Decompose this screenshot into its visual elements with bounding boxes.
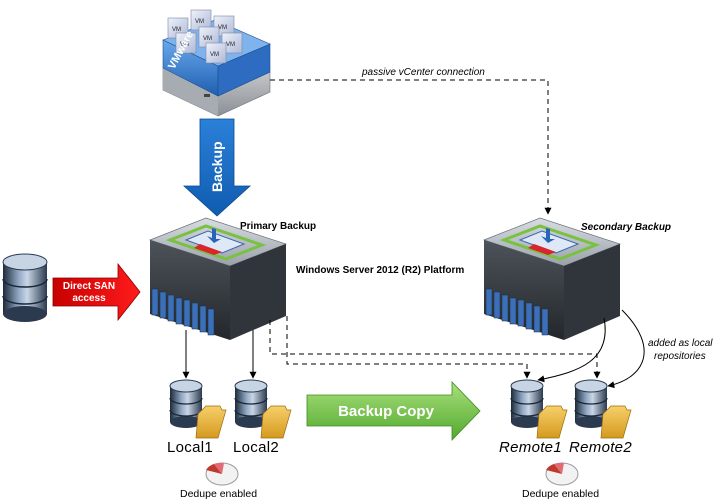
database-icon: [2, 253, 48, 322]
local1-label: Local1: [167, 439, 214, 456]
direct-san-label: Direct SAN: [63, 281, 115, 292]
vm-tile-label: VM: [172, 27, 181, 33]
dedupe-label-left: Dedupe enabled: [180, 488, 258, 500]
passive-connection-label: passive vCenter connection: [362, 67, 485, 78]
remote2-repository-icon: [574, 379, 632, 439]
backup-copy-arrow: [306, 381, 481, 441]
added-local-label-2: repositories: [654, 351, 706, 362]
passive-connection-line: [270, 79, 552, 215]
direct-san-arrow: [52, 262, 141, 322]
backup-arrow: [182, 118, 252, 217]
local1-repository-icon: [169, 379, 227, 439]
dedupe-label-right: Dedupe enabled: [522, 488, 600, 500]
vm-tile-label: VM: [195, 19, 204, 25]
primary-backup-label: Primary Backup: [240, 221, 317, 232]
vm-tile-label: VM: [203, 36, 212, 42]
added-local-label: added as local: [648, 338, 713, 349]
dedupe-pie-icon: [545, 462, 579, 486]
local2-label: Local2: [233, 439, 280, 456]
platform-label: Windows Server 2012 (R2) Platform: [296, 265, 465, 276]
backup-copy-label: Backup Copy: [338, 403, 435, 420]
secondary-backup-label: Secondary Backup: [581, 222, 672, 233]
backup-arrow-label: Backup: [209, 141, 225, 192]
dedupe-pie-icon: [205, 462, 239, 486]
connection-lines: [182, 309, 645, 389]
direct-san-label-2: access: [72, 293, 106, 304]
vmware-host-icon: [162, 9, 271, 117]
primary-server-icon: [148, 217, 288, 340]
vm-tile-label: VM: [210, 52, 219, 58]
local2-repository-icon: [234, 379, 292, 439]
remote2-label: Remote2: [569, 439, 632, 456]
remote1-repository-icon: [510, 379, 568, 439]
secondary-server-icon: [482, 217, 622, 340]
vm-tile-label: VM: [180, 42, 189, 48]
vm-tile-label: VM: [218, 25, 227, 31]
vm-tile-label: VM: [226, 42, 235, 48]
remote1-label: Remote1: [499, 439, 562, 456]
